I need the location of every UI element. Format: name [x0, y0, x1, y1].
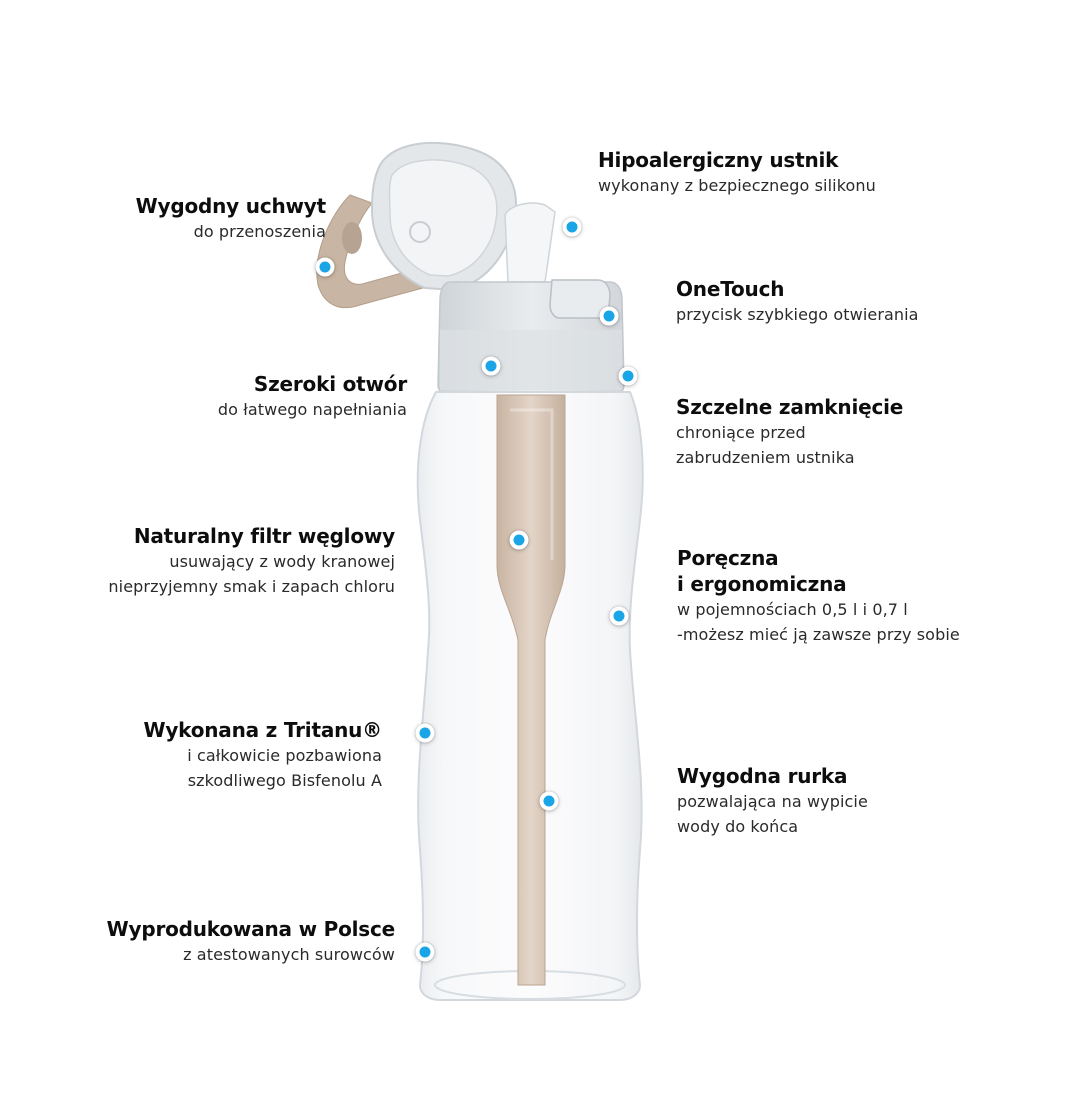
feature-description: z atestowanych surowców	[183, 945, 395, 964]
marker-dot-icon	[315, 257, 335, 277]
feature-description: i całkowicie pozbawiona	[187, 746, 382, 765]
feature-straw: Wygodna rurka pozwalająca na wypicie wod…	[677, 763, 868, 839]
feature-carbon-filter: Naturalny filtr węglowy usuwający z wody…	[108, 523, 395, 599]
marker-dot-icon	[609, 606, 629, 626]
marker-dot-icon	[415, 942, 435, 962]
feature-description: wody do końca	[677, 817, 799, 836]
marker-dot-icon	[618, 366, 638, 386]
feature-title: OneTouch	[676, 277, 785, 301]
feature-description: w pojemnościach 0,5 l i 0,7 l	[677, 600, 908, 619]
feature-description: do łatwego napełniania	[217, 400, 407, 419]
feature-handle: Wygodny uchwyt do przenoszenia	[135, 193, 327, 244]
feature-description: szkodliwego Bisfenolu A	[187, 771, 382, 790]
marker-dot-icon	[562, 217, 582, 237]
feature-title: Poręczna	[677, 546, 779, 570]
feature-tritan: Wykonana z Tritanu® i całkowicie pozbawi…	[143, 717, 382, 793]
feature-handy-ergonomic: Poręczna i ergonomiczna w pojemnościach …	[677, 545, 960, 647]
feature-title: Szczelne zamknięcie	[676, 395, 904, 419]
marker-dot-icon	[539, 791, 559, 811]
feature-title: Naturalny filtr węglowy	[133, 524, 395, 548]
feature-title: Wygodna rurka	[677, 764, 848, 788]
feature-description: wykonany z bezpiecznego silikonu	[598, 176, 876, 195]
feature-wide-opening: Szeroki otwór do łatwego napełniania	[218, 371, 407, 422]
feature-title: Wykonana z Tritanu®	[143, 718, 382, 742]
feature-description: usuwający z wody kranowej	[169, 552, 395, 571]
feature-tight-seal: Szczelne zamknięcie chroniące przed zabr…	[676, 394, 903, 470]
feature-description: nieprzyjemny smak i zapach chloru	[108, 577, 395, 596]
feature-onetouch: OneTouch przycisk szybkiego otwierania	[676, 276, 919, 327]
feature-description: -możesz mieć ją zawsze przy sobie	[677, 625, 960, 644]
feature-mouthpiece: Hipoalergiczny ustnik wykonany z bezpiec…	[598, 147, 876, 198]
marker-dot-icon	[481, 356, 501, 376]
marker-dot-icon	[415, 723, 435, 743]
feature-title: Szeroki otwór	[253, 372, 407, 396]
feature-description: zabrudzeniem ustnika	[676, 448, 855, 467]
feature-description: do przenoszenia	[193, 222, 326, 241]
marker-dot-icon	[509, 530, 529, 550]
feature-made-in-poland: Wyprodukowana w Polsce z atestowanych su…	[106, 916, 396, 967]
feature-title: Wyprodukowana w Polsce	[106, 917, 396, 941]
feature-description: przycisk szybkiego otwierania	[676, 305, 919, 324]
feature-description: chroniące przed	[676, 423, 806, 442]
feature-description: pozwalająca na wypicie	[677, 792, 868, 811]
marker-dot-icon	[599, 306, 619, 326]
feature-title: i ergonomiczna	[677, 572, 847, 596]
feature-title: Wygodny uchwyt	[135, 194, 327, 218]
feature-title: Hipoalergiczny ustnik	[598, 148, 839, 172]
